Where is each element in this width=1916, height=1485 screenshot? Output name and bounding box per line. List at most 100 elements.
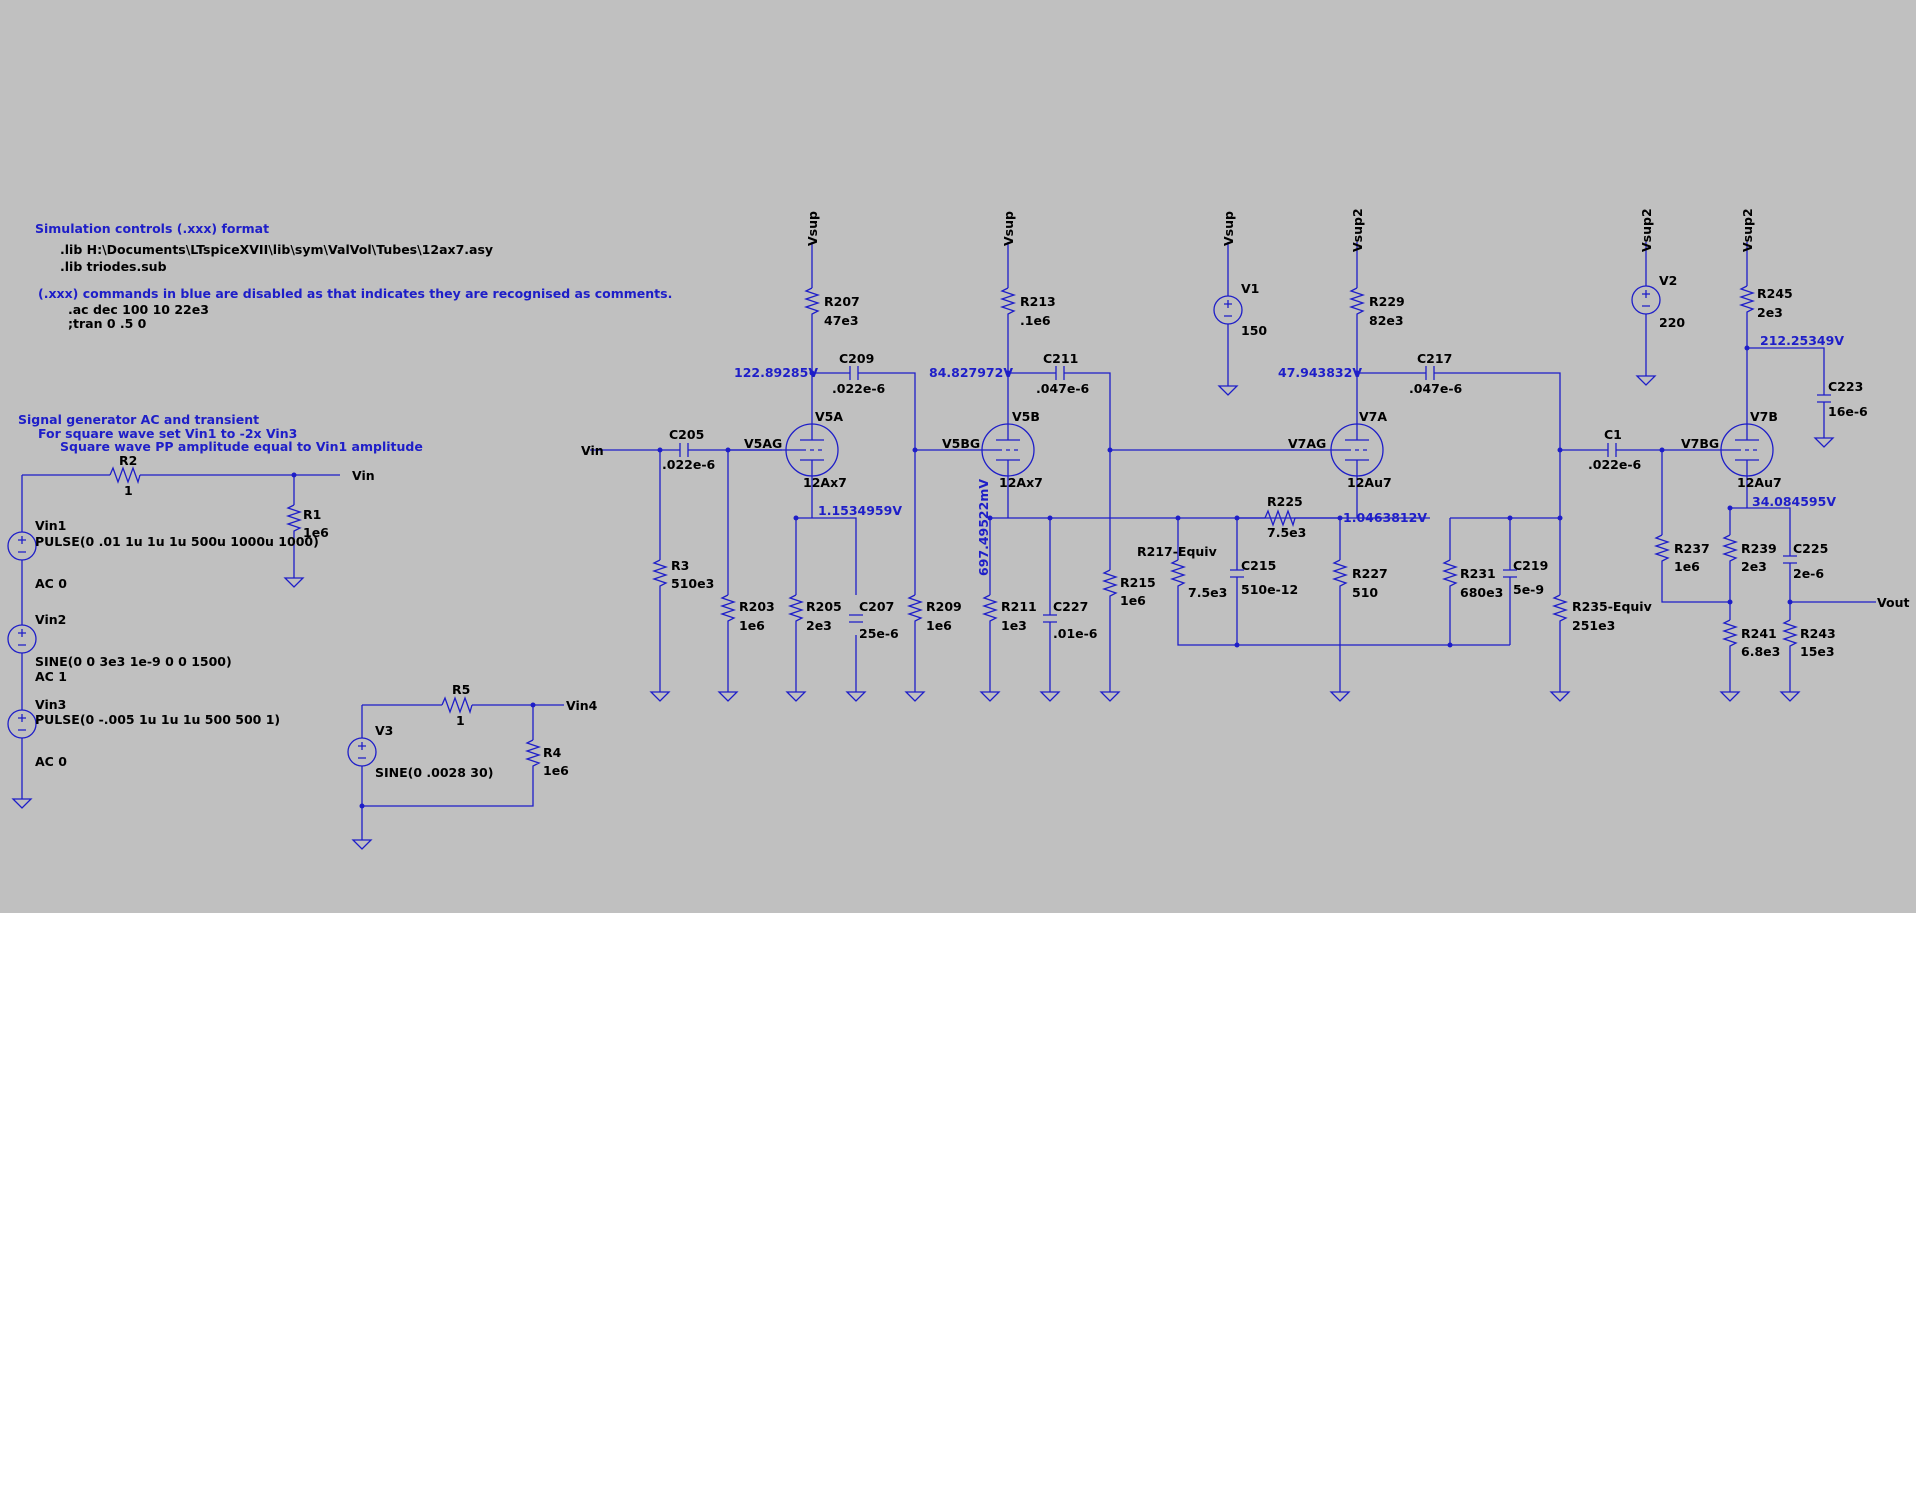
r207-label: R207 xyxy=(824,294,860,309)
lib-directive-2: .lib triodes.sub xyxy=(60,259,167,274)
v7b-plate-voltage: 212.25349V xyxy=(1760,333,1844,348)
v2-label: V2 xyxy=(1659,273,1677,288)
r1-value: 1e6 xyxy=(303,525,329,540)
c215-value: 510e-12 xyxy=(1241,582,1298,597)
v5a-label: V5A xyxy=(815,409,843,424)
net-v7bg: V7BG xyxy=(1681,436,1719,451)
lib-directive-1: .lib H:\Documents\LTspiceXVII\lib\sym\Va… xyxy=(60,242,493,257)
flag-vsup-v5a: Vsup xyxy=(805,211,820,246)
v5a-value: 12Ax7 xyxy=(803,475,847,490)
v1-value: 150 xyxy=(1241,323,1267,338)
disabled-commands-note: (.xxx) commands in blue are disabled as … xyxy=(38,286,672,301)
r243-label: R243 xyxy=(1800,626,1836,641)
sim-controls-title: Simulation controls (.xxx) format xyxy=(35,221,269,236)
c211-value: .047e-6 xyxy=(1036,381,1090,396)
v2-value: 220 xyxy=(1659,315,1685,330)
r215-value: 1e6 xyxy=(1120,593,1146,608)
flag-vsup-v5b: Vsup xyxy=(1001,211,1016,246)
r239-value: 2e3 xyxy=(1741,559,1767,574)
net-vin4: Vin4 xyxy=(566,698,598,713)
r243-value: 15e3 xyxy=(1800,644,1835,659)
v7a-plate-voltage: 47.943832V xyxy=(1278,365,1362,380)
r207-value: 47e3 xyxy=(824,313,859,328)
c207-label: C207 xyxy=(859,599,894,614)
r227-value: 510 xyxy=(1352,585,1378,600)
net-vout: Vout xyxy=(1877,595,1909,610)
r217-value: 7.5e3 xyxy=(1188,585,1227,600)
v7a-cathode-voltage: 1.0463812V xyxy=(1343,510,1427,525)
r239-label: R239 xyxy=(1741,541,1777,556)
vin2-value: SINE(0 0 3e3 1e-9 0 0 1500) xyxy=(35,654,232,669)
vin3-value: PULSE(0 -.005 1u 1u 1u 500 500 1) xyxy=(35,712,280,727)
schematic-canvas[interactable]: Simulation controls (.xxx) format .lib H… xyxy=(0,0,1916,913)
r211-value: 1e3 xyxy=(1001,618,1027,633)
r237-label: R237 xyxy=(1674,541,1710,556)
r235-value: 251e3 xyxy=(1572,618,1615,633)
v7a-value: 12Au7 xyxy=(1347,475,1392,490)
vin2-label: Vin2 xyxy=(35,612,66,627)
vin1-value: PULSE(0 .01 1u 1u 1u 500u 1000u 1000) xyxy=(35,534,319,549)
c207-value: 25e-6 xyxy=(859,626,899,641)
r4-value: 1e6 xyxy=(543,763,569,778)
r2-label: R2 xyxy=(119,453,137,468)
c1-label: C1 xyxy=(1604,427,1622,442)
net-vin-left: Vin xyxy=(352,468,375,483)
r205-value: 2e3 xyxy=(806,618,832,633)
v1-label: V1 xyxy=(1241,281,1259,296)
r241-label: R241 xyxy=(1741,626,1777,641)
v5b-cathode-voltage: 697.49522mV xyxy=(976,479,991,576)
r215-label: R215 xyxy=(1120,575,1156,590)
c209-value: .022e-6 xyxy=(832,381,886,396)
c223-label: C223 xyxy=(1828,379,1863,394)
r211-label: R211 xyxy=(1001,599,1037,614)
r213-label: R213 xyxy=(1020,294,1056,309)
r241-value: 6.8e3 xyxy=(1741,644,1780,659)
r3-label: R3 xyxy=(671,558,689,573)
v5b-plate-voltage: 84.827972V xyxy=(929,365,1013,380)
c227-value: .01e-6 xyxy=(1053,626,1098,641)
c227-label: C227 xyxy=(1053,599,1088,614)
flag-vsup2-v2: Vsup2 xyxy=(1639,208,1654,252)
c219-value: 5e-9 xyxy=(1513,582,1544,597)
r229-value: 82e3 xyxy=(1369,313,1404,328)
r2-value: 1 xyxy=(124,483,133,498)
signal-generator-note: Signal generator AC and transient xyxy=(18,412,259,427)
v3-label: V3 xyxy=(375,723,393,738)
tran-command: ;tran 0 .5 0 xyxy=(68,316,147,331)
r203-label: R203 xyxy=(739,599,775,614)
supply-v2 xyxy=(1631,242,1661,386)
r1-label: R1 xyxy=(303,507,321,522)
r225-value: 7.5e3 xyxy=(1267,525,1306,540)
v7a-label: V7A xyxy=(1359,409,1387,424)
square-wave-amplitude-note: Square wave PP amplitude equal to Vin1 a… xyxy=(60,439,423,454)
net-vin-stage: Vin xyxy=(581,443,604,458)
net-v7ag: V7AG xyxy=(1288,436,1326,451)
flag-vsup2-v7b: Vsup2 xyxy=(1740,208,1755,252)
c215-label: C215 xyxy=(1241,558,1276,573)
c217-value: .047e-6 xyxy=(1409,381,1463,396)
stage-v5a xyxy=(590,242,925,702)
r3-value: 510e3 xyxy=(671,576,714,591)
flag-vsup2-v7a: Vsup2 xyxy=(1350,208,1365,252)
v5b-label: V5B xyxy=(1012,409,1040,424)
supply-v1 xyxy=(1213,242,1243,396)
r245-value: 2e3 xyxy=(1757,305,1783,320)
c1-value: .022e-6 xyxy=(1588,457,1642,472)
r5-value: 1 xyxy=(456,713,465,728)
vin2-ac: AC 1 xyxy=(35,669,67,684)
vin1-ac: AC 0 xyxy=(35,576,67,591)
ac-command: .ac dec 100 10 22e3 xyxy=(68,302,209,317)
flag-vsup-v1: Vsup xyxy=(1221,211,1236,246)
vin3-ac: AC 0 xyxy=(35,754,67,769)
schematic-sheet xyxy=(0,0,1916,913)
stage-v7a xyxy=(1107,242,1570,702)
c217-label: C217 xyxy=(1417,351,1452,366)
r225-label: R225 xyxy=(1267,494,1303,509)
c223-value: 16e-6 xyxy=(1828,404,1868,419)
c205-label: C205 xyxy=(669,427,704,442)
r205-label: R205 xyxy=(806,599,842,614)
r231-value: 680e3 xyxy=(1460,585,1503,600)
r209-label: R209 xyxy=(926,599,962,614)
c209-label: C209 xyxy=(839,351,874,366)
r227-label: R227 xyxy=(1352,566,1388,581)
